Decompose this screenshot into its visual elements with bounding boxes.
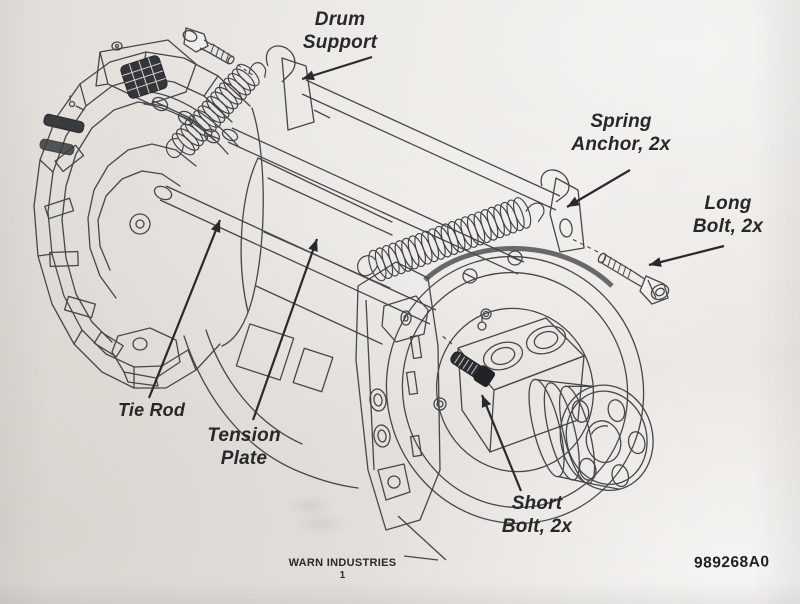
label-long-bolt: Long Bolt, 2x	[692, 193, 764, 238]
drum-support	[265, 45, 561, 211]
valve-block	[457, 316, 585, 453]
label-tension-plate: Tension Plate	[207, 425, 281, 470]
loose-bolt-top	[182, 27, 255, 77]
motor-vent-slots	[44, 144, 334, 393]
document-part-number: 989268A0	[693, 553, 770, 572]
label-tie-rod: Tie Rod	[118, 400, 186, 420]
flange-edge-slots	[405, 334, 423, 458]
long-bolt	[569, 237, 670, 305]
motor-assembly	[33, 51, 334, 393]
footer-page-number: 1	[339, 570, 346, 581]
leader-arrow-spring-anchor	[566, 169, 631, 208]
clutch-symbol-icon	[68, 95, 85, 111]
flange-screws	[433, 250, 523, 411]
clutch-grip	[120, 55, 168, 99]
page-footer: WARN INDUSTRIES 1	[270, 557, 415, 581]
tie-rod-upper	[221, 127, 525, 275]
coupling-face-holes	[571, 399, 646, 488]
drum-spring-front	[165, 62, 267, 159]
leader-arrow-tie-rod	[147, 219, 222, 399]
ink-bleed-through	[282, 494, 352, 534]
motor-mount-foot	[111, 327, 181, 387]
leader-arrow-long-bolt	[648, 244, 725, 267]
tension-plate	[355, 261, 447, 561]
label-short-bolt: Short Bolt, 2x	[501, 493, 573, 538]
leader-arrow-short-bolt	[480, 394, 523, 492]
tie-rod-lower	[153, 185, 437, 325]
gear-housing-flange	[385, 246, 645, 525]
clutch-lever	[95, 39, 197, 105]
footer-company: WARN INDUSTRIES	[288, 557, 397, 569]
label-drum-support: Drum Support	[302, 9, 378, 54]
motor-terminal-bolts	[39, 113, 85, 156]
label-spring-anchor: Spring Anchor, 2x	[571, 111, 671, 156]
winch-drum	[183, 157, 393, 489]
coupling-hub	[528, 378, 654, 492]
drum-spring-rear	[357, 197, 545, 282]
leader-arrow-tension-plate	[251, 238, 319, 421]
spring-anchor-bracket	[540, 169, 585, 253]
leader-arrow-drum-support	[301, 55, 373, 81]
short-bolt	[439, 333, 496, 387]
